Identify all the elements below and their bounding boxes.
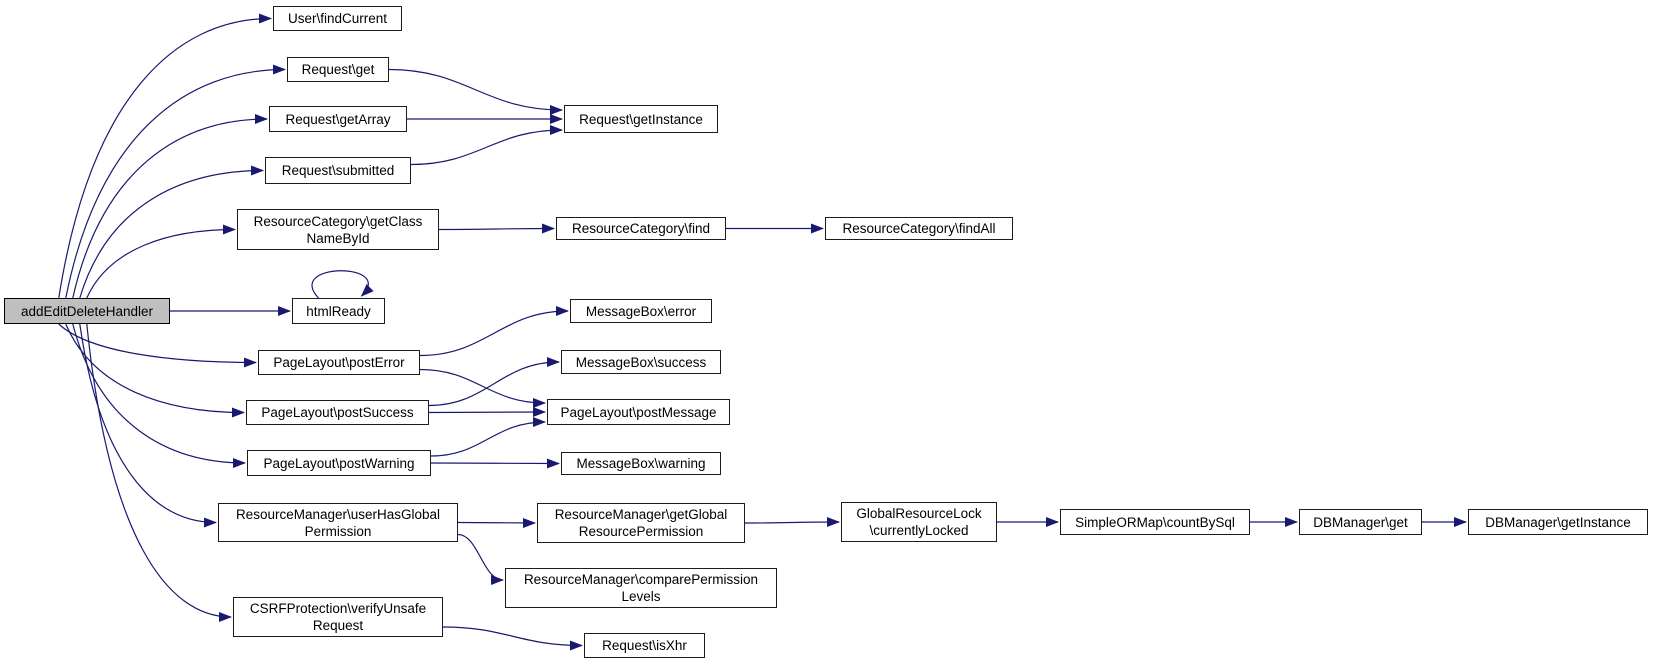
graph-node-label: Request\getArray — [285, 111, 391, 127]
graph-node-pl_postMessage[interactable]: PageLayout\postMessage — [547, 399, 730, 425]
edge-pl_postSuccess-to-pl_postMessage — [428, 407, 546, 418]
graph-node-request_isXhr[interactable]: Request\isXhr — [584, 633, 705, 658]
graph-node-label: Levels — [621, 589, 661, 604]
graph-node-request_submitted[interactable]: Request\submitted — [265, 157, 411, 184]
edge-rm_getGlobalResourcePermission-to-grl_currentlyLocked — [744, 517, 840, 528]
graph-node-user_findCurrent[interactable]: User\findCurrent — [273, 6, 402, 31]
graph-node-label: ResourceCategory\findAll — [842, 221, 996, 236]
edge-pl_postSuccess-to-mb_success — [428, 357, 560, 407]
graph-node-mb_error[interactable]: MessageBox\error — [570, 299, 712, 323]
graph-node-label: DBManager\getInstance — [1485, 514, 1631, 530]
graph-node-label: PageLayout\postSuccess — [261, 405, 414, 420]
graph-node-htmlReady[interactable]: htmlReady — [292, 298, 385, 324]
graph-node-dbm_get[interactable]: DBManager\get — [1299, 509, 1422, 535]
graph-node-dbm_getInstance[interactable]: DBManager\getInstance — [1468, 509, 1648, 535]
graph-node-label: Request\getInstance — [579, 111, 703, 127]
edge-addEditDeleteHandler-to-rc_getClassNameById — [86, 224, 236, 299]
graph-node-label: GlobalResourceLock — [856, 506, 982, 521]
edge-pl_postWarning-to-pl_postMessage — [430, 417, 546, 457]
graph-node-label: htmlReady — [306, 303, 371, 319]
graph-node-label: ResourcePermission — [578, 524, 704, 539]
edge-addEditDeleteHandler-to-pl_postSuccess — [65, 323, 245, 418]
graph-node-label: CSRFProtection\verifyUnsafe — [249, 601, 427, 616]
graph-node-label: ResourceCategory\find — [571, 221, 711, 236]
graph-node-request_getArray[interactable]: Request\getArray — [269, 106, 407, 132]
graph-node-mb_success[interactable]: MessageBox\success — [561, 350, 721, 374]
edge-pl_postError-to-mb_error — [419, 306, 569, 357]
graph-node-label: ResourceManager\userHasGlobal — [235, 506, 441, 522]
graph-node-label: Request — [312, 618, 364, 633]
graph-node-pl_postSuccess[interactable]: PageLayout\postSuccess — [246, 400, 429, 425]
edge-addEditDeleteHandler-to-rm_userHasGlobalPermission — [79, 323, 217, 528]
graph-node-label: MessageBox\error — [585, 303, 697, 319]
graph-node-label: ResourceCategory\getClass — [253, 213, 423, 229]
graph-node-label: Request\submitted — [281, 163, 395, 178]
edge-addEditDeleteHandler-to-csrf_verifyUnsafeRequest — [86, 323, 232, 622]
graph-node-label: PageLayout\postWarning — [263, 455, 415, 471]
graph-node-rc_find[interactable]: ResourceCategory\find — [556, 217, 726, 240]
edge-pl_postError-to-pl_postMessage — [419, 368, 546, 408]
graph-node-label: Request\get — [301, 62, 375, 77]
graph-node-label: NameById — [306, 230, 370, 246]
edge-htmlReady-to-htmlReady — [311, 270, 374, 299]
graph-node-label: Permission — [304, 523, 372, 539]
graph-node-label: SimpleORMap\countBySql — [1075, 514, 1235, 530]
graph-node-pl_postWarning[interactable]: PageLayout\postWarning — [247, 450, 431, 476]
edge-request_get-to-request_getInstance — [388, 68, 563, 115]
graph-node-request_getInstance[interactable]: Request\getInstance — [564, 105, 718, 133]
graph-node-request_get[interactable]: Request\get — [287, 57, 389, 82]
edge-csrf_verifyUnsafeRequest-to-request_isXhr — [442, 626, 583, 651]
graph-node-grl_currentlyLocked[interactable]: GlobalResourceLock \currentlyLocked — [841, 502, 997, 542]
graph-node-addEditDeleteHandler[interactable]: addEditDeleteHandler — [4, 298, 170, 324]
graph-node-label: addEditDeleteHandler — [20, 303, 154, 319]
graph-node-label: User\findCurrent — [287, 11, 388, 26]
graph-node-label: \currentlyLocked — [869, 523, 969, 538]
edge-pl_postWarning-to-mb_warning — [430, 458, 560, 469]
edge-addEditDeleteHandler-to-pl_postWarning — [72, 323, 246, 468]
graph-node-label: Request\isXhr — [602, 638, 687, 653]
graph-node-label: ResourceManager\getGlobal — [554, 507, 728, 522]
graph-node-label: MessageBox\warning — [576, 456, 706, 471]
graph-node-label: ResourceManager\comparePermission — [523, 572, 759, 587]
graph-node-label: PageLayout\postError — [273, 355, 405, 370]
edge-request_submitted-to-request_getInstance — [410, 125, 563, 166]
graph-node-rc_findAll[interactable]: ResourceCategory\findAll — [825, 217, 1013, 240]
graph-node-label: MessageBox\success — [575, 354, 707, 370]
edge-rc_getClassNameById-to-rc_find — [438, 223, 555, 234]
graph-node-label: DBManager\get — [1313, 514, 1408, 530]
edge-addEditDeleteHandler-to-request_submitted — [79, 165, 264, 299]
edge-addEditDeleteHandler-to-pl_postError — [58, 323, 257, 368]
edge-rm_userHasGlobalPermission-to-rm_comparePermissionLevels — [457, 533, 504, 585]
edge-addEditDeleteHandler-to-request_get — [65, 64, 286, 299]
graph-node-label: PageLayout\postMessage — [560, 404, 717, 420]
graph-node-pl_postError[interactable]: PageLayout\postError — [258, 350, 420, 375]
graph-node-mb_warning[interactable]: MessageBox\warning — [561, 452, 721, 475]
edge-addEditDeleteHandler-to-request_getArray — [72, 114, 268, 299]
graph-node-sormap_countBySql[interactable]: SimpleORMap\countBySql — [1060, 509, 1250, 535]
edge-rm_userHasGlobalPermission-to-rm_getGlobalResourcePermission — [457, 517, 536, 528]
edge-addEditDeleteHandler-to-user_findCurrent — [58, 13, 272, 299]
